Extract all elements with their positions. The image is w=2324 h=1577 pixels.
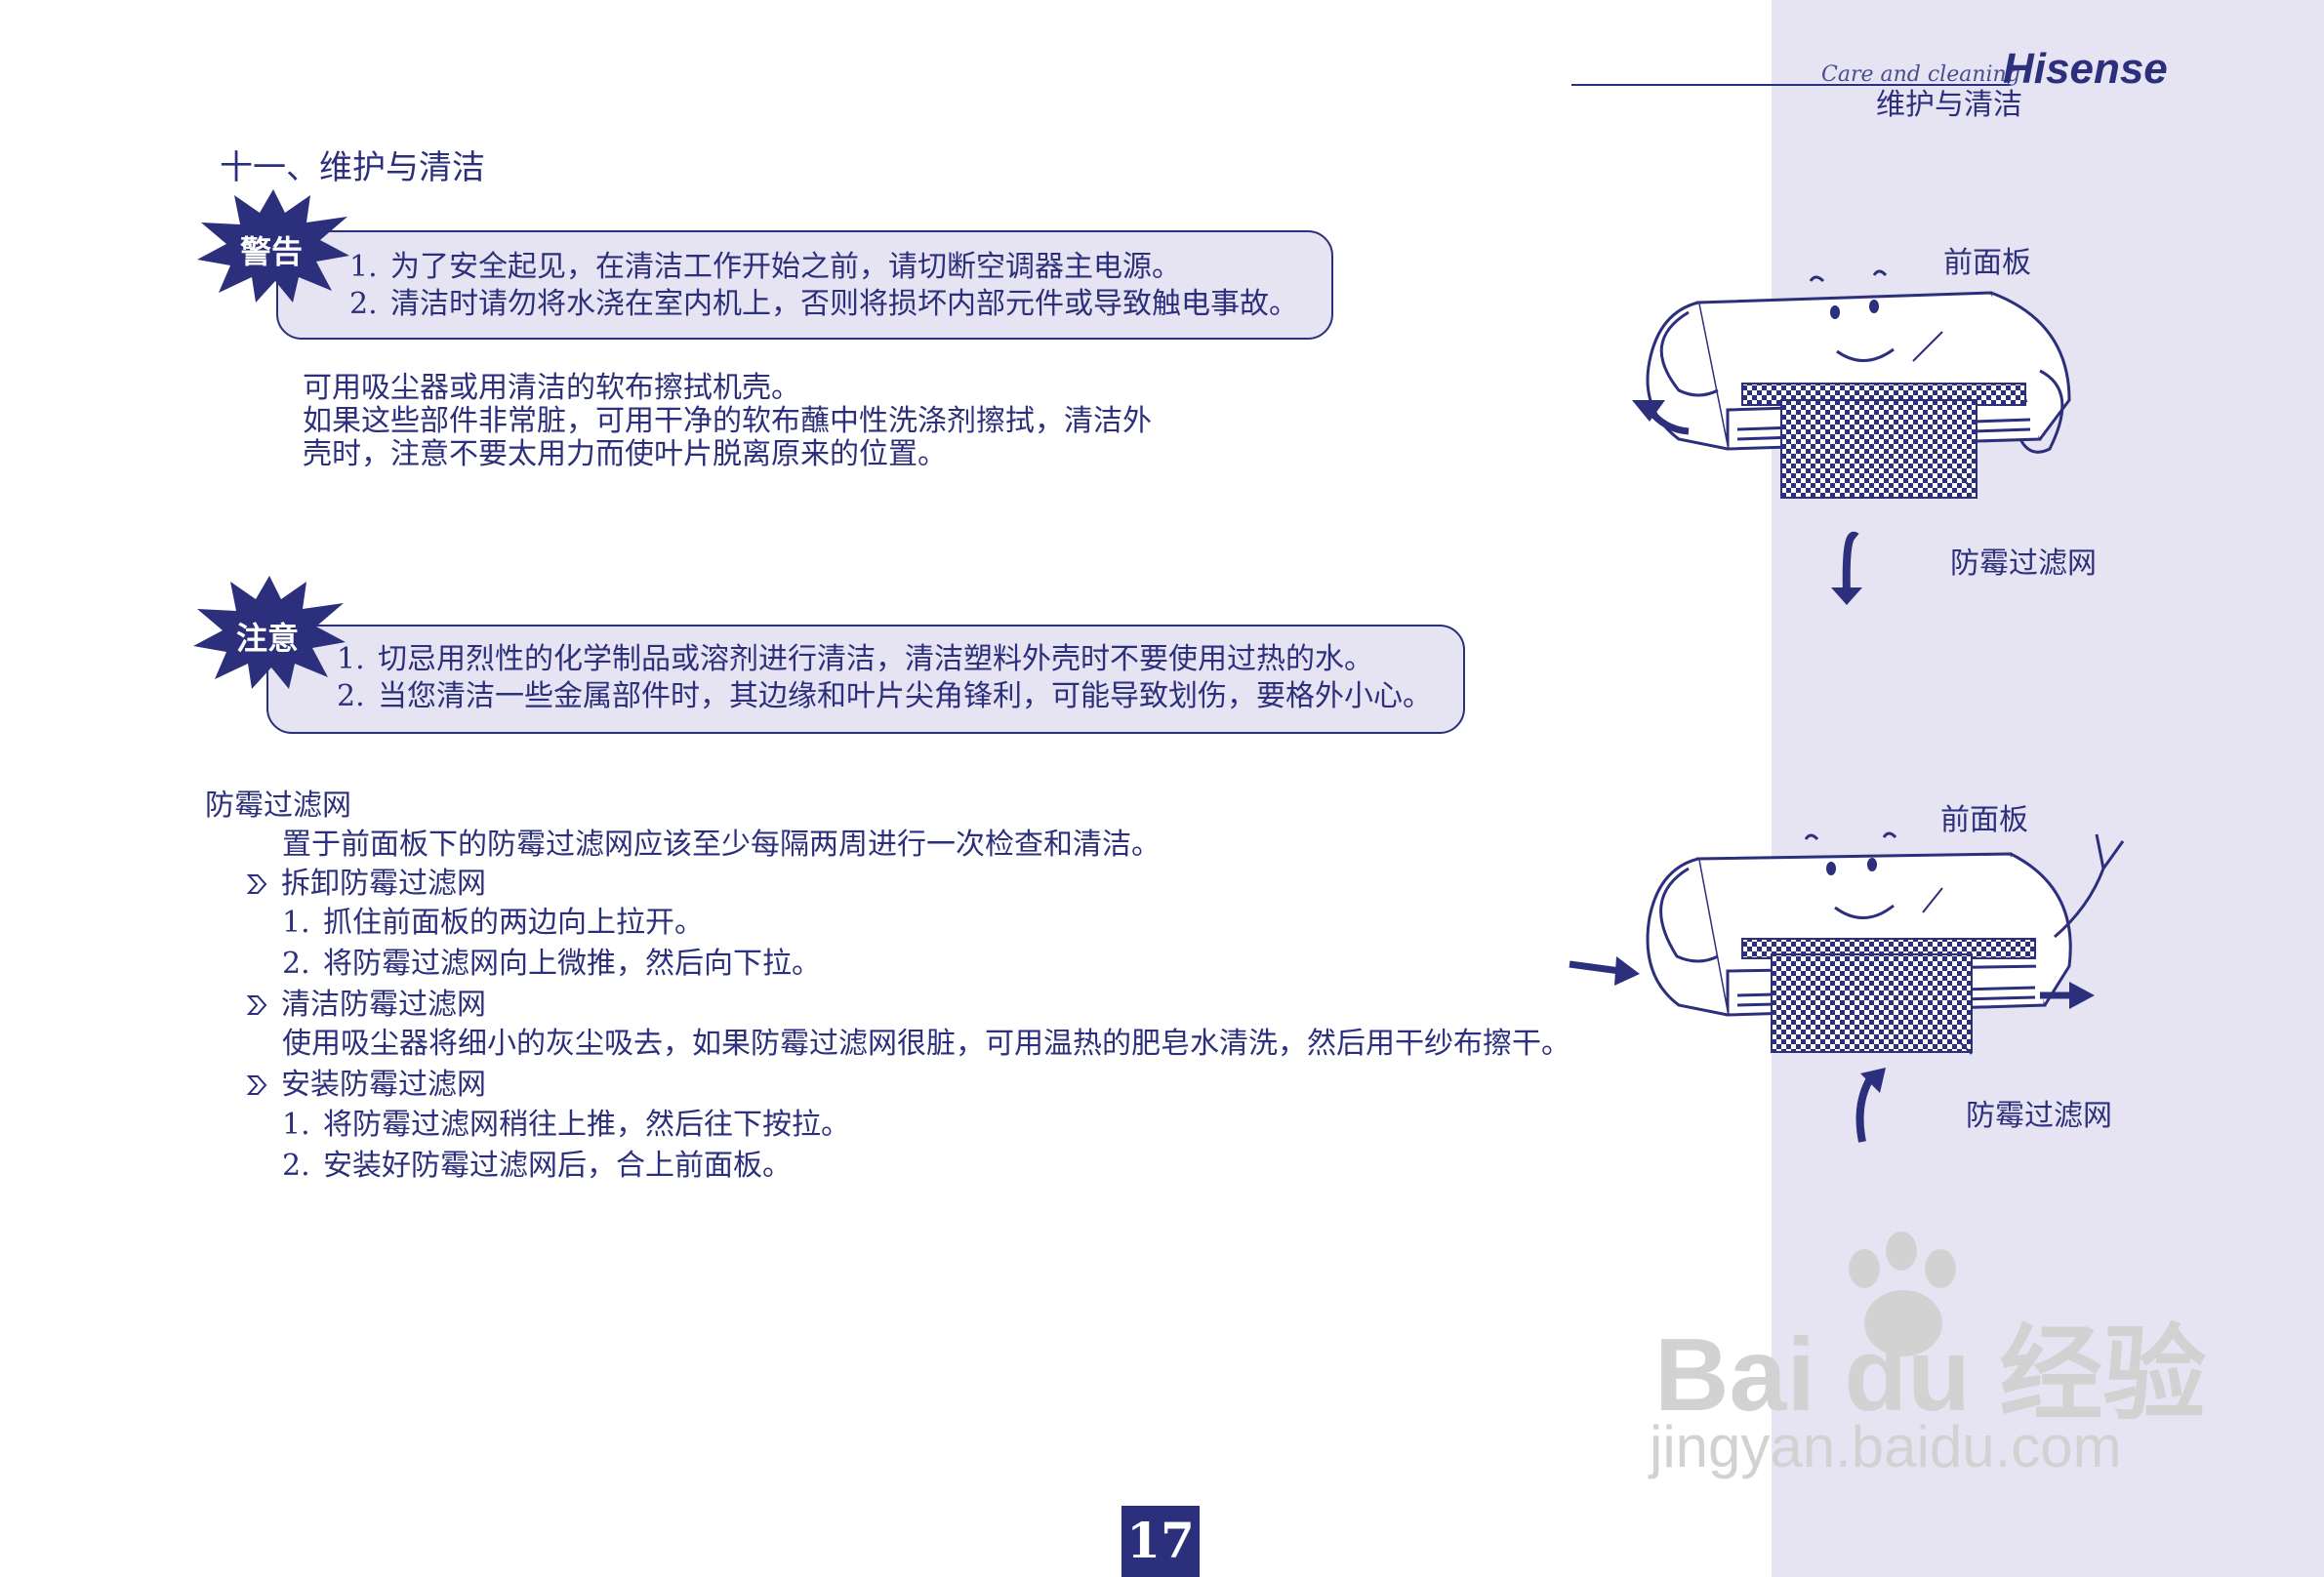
fig1-filter-label: 防霉过滤网 <box>1950 546 2097 581</box>
warning-item: 2. 清洁时请勿将水浇在室内机上，否则将损坏内部元件或导致触电事故。 <box>349 286 1298 323</box>
step-num: 1. <box>282 906 310 940</box>
arrow-up-icon <box>1855 1072 1876 1143</box>
warning-item: 1. 为了安全起见，在清洁工作开始之前，请切断空调器主电源。 <box>349 249 1181 286</box>
side-panel <box>1772 0 2324 1577</box>
fig2-front-panel-label: 前面板 <box>1940 803 2028 837</box>
chevron-right-icon <box>246 995 267 1015</box>
step-text: 安装好防霉过滤网后，合上前面板。 <box>323 1149 792 1183</box>
clean-text: 使用吸尘器将细小的灰尘吸去，如果防霉过滤网很脏，可用温热的肥皂水清洗，然后用干纱… <box>282 1027 1570 1061</box>
install-step: 1. 将防霉过滤网稍往上推，然后往下按拉。 <box>282 1108 850 1143</box>
ac-illustration-install <box>1569 831 2125 1143</box>
caution-item-num: 1. <box>337 642 365 676</box>
remove-heading-text: 拆卸防霉过滤网 <box>281 867 486 901</box>
warning-box <box>276 230 1333 340</box>
step-num: 1. <box>282 1108 310 1142</box>
install-heading-text: 安装防霉过滤网 <box>281 1068 486 1102</box>
caution-label: 注意 <box>236 620 300 657</box>
clean-heading-text: 清洁防霉过滤网 <box>281 988 486 1022</box>
warning-item-text: 为了安全起见，在清洁工作开始之前，请切断空调器主电源。 <box>390 250 1181 284</box>
caution-burst-icon <box>193 576 346 689</box>
filter-title: 防霉过滤网 <box>205 788 351 823</box>
caution-box <box>266 625 1465 734</box>
fig1-front-panel-label: 前面板 <box>1943 246 2031 280</box>
housing-line: 可用吸尘器或用清洁的软布擦拭机壳。 <box>303 371 800 405</box>
header-rule <box>1571 84 2011 86</box>
fig2-filter-label: 防霉过滤网 <box>1966 1099 2112 1133</box>
warning-burst-icon <box>197 189 349 303</box>
watermark-url: jingyan.baidu.com <box>1650 1414 2122 1479</box>
warning-label: 警告 <box>240 233 304 270</box>
caution-item-num: 2. <box>337 679 365 713</box>
warning-item-num: 1. <box>349 250 378 284</box>
page-number-box <box>1121 1506 1200 1577</box>
housing-line: 如果这些部件非常脏，可用干净的软布蘸中性洗涤剂擦拭，清洁外 <box>303 404 1152 438</box>
step-num: 2. <box>282 947 310 981</box>
header-subtitle-en: Care and cleaning <box>1821 62 2020 87</box>
paw-icon <box>1849 1232 1956 1356</box>
ac-eye-right <box>1867 858 1877 871</box>
step-text: 抓住前面板的两边向上拉开。 <box>323 906 704 940</box>
remove-heading: 拆卸防霉过滤网 <box>246 867 486 902</box>
install-step: 2. 安装好防霉过滤网后，合上前面板。 <box>282 1149 792 1184</box>
remove-step: 2. 将防霉过滤网向上微推，然后向下拉。 <box>282 947 821 982</box>
brand-logo: Hisense <box>2003 45 2168 93</box>
ac-eye-left <box>1830 305 1840 319</box>
warning-item-num: 2. <box>349 287 378 321</box>
watermark-logo: Bai du 经验 <box>1654 1317 2207 1433</box>
filter-mesh-panel <box>1780 399 1977 499</box>
arrow-down-icon <box>1842 531 1859 596</box>
ac-illustration-remove <box>1632 269 2071 605</box>
filter-mesh-panel <box>1771 953 1973 1053</box>
step-num: 2. <box>282 1149 310 1183</box>
arrow-right-icon <box>1569 960 1621 975</box>
header-subtitle-cn: 维护与清洁 <box>1876 88 2022 122</box>
step-text: 将防霉过滤网稍往上推，然后往下按拉。 <box>323 1108 850 1142</box>
chevron-right-icon <box>246 1075 267 1095</box>
ac-eye-left <box>1826 862 1836 875</box>
remove-step: 1. 抓住前面板的两边向上拉开。 <box>282 906 704 941</box>
clean-heading: 清洁防霉过滤网 <box>246 988 486 1023</box>
ac-eye-right <box>1869 300 1879 313</box>
section-title: 十一、维护与清洁 <box>220 148 485 187</box>
chevron-right-icon <box>246 874 267 894</box>
housing-line: 壳时，注意不要太用力而使叶片脱离原来的位置。 <box>303 437 947 471</box>
filter-intro: 置于前面板下的防霉过滤网应该至少每隔两周进行一次检查和清洁。 <box>282 828 1161 862</box>
page-number: 17 <box>1126 1512 1195 1569</box>
caution-item-text: 切忌用烈性的化学制品或溶剂进行清洁，清洁塑料外壳时不要使用过热的水。 <box>378 642 1373 676</box>
caution-item: 1. 切忌用烈性的化学制品或溶剂进行清洁，清洁塑料外壳时不要使用过热的水。 <box>337 641 1373 678</box>
caution-item-text: 当您清洁一些金属部件时，其边缘和叶片尖角锋利，可能导致划伤，要格外小心。 <box>378 679 1432 713</box>
caution-item: 2. 当您清洁一些金属部件时，其边缘和叶片尖角锋利，可能导致划伤，要格外小心。 <box>337 678 1432 715</box>
install-heading: 安装防霉过滤网 <box>246 1068 486 1103</box>
step-text: 将防霉过滤网向上微推，然后向下拉。 <box>323 947 821 981</box>
warning-item-text: 清洁时请勿将水浇在室内机上，否则将损坏内部元件或导致触电事故。 <box>390 287 1298 321</box>
